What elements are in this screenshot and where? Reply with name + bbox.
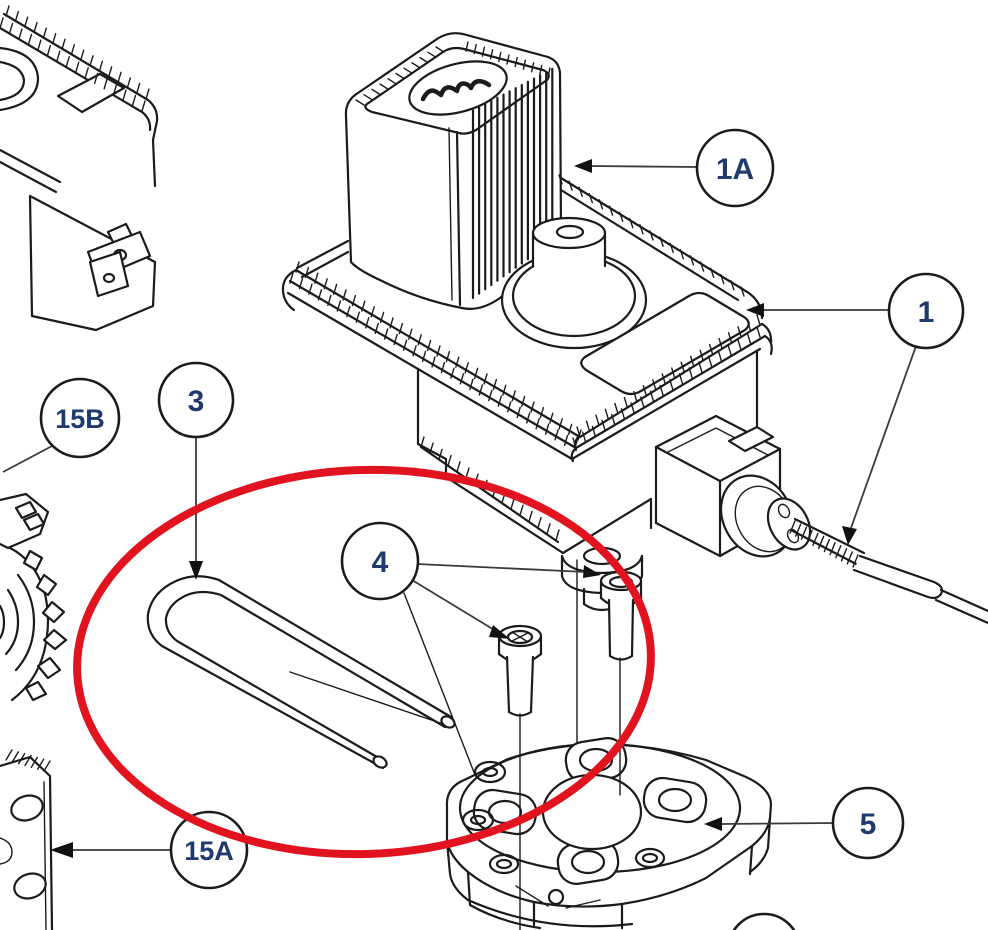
teejet-logo-ellipse <box>408 60 508 116</box>
callout-1-label: 1 <box>918 296 935 329</box>
cover-fins <box>471 67 554 299</box>
callout-5: 5 <box>704 786 905 860</box>
arrowhead <box>583 565 601 578</box>
callout-5-label: 5 <box>860 808 877 841</box>
partial-gear-left <box>0 492 68 702</box>
callout-3-label: 3 <box>188 385 205 418</box>
teejet-script-logo <box>420 79 492 102</box>
assembly-axis-lines <box>403 559 578 781</box>
callout-4: 4 <box>340 521 601 639</box>
callout-1: 1 <box>746 272 965 545</box>
callout-15a: 15A <box>50 810 249 890</box>
callout-3: 3 <box>157 361 235 580</box>
callout-partial-bottom <box>732 912 796 930</box>
nameplate-recess <box>580 291 750 396</box>
callout-4-label: 4 <box>372 546 389 579</box>
arrowhead <box>842 526 857 545</box>
partial-actuator-top-left <box>0 12 159 332</box>
arrowhead <box>50 842 73 858</box>
arrowhead <box>704 817 722 831</box>
base-plate <box>445 657 773 930</box>
callout-15b-label: 15B <box>55 404 105 434</box>
arrowhead <box>489 625 510 639</box>
callout-15a-label: 15A <box>184 836 234 866</box>
hatch-texture <box>0 5 859 772</box>
housing-boss <box>500 216 648 350</box>
callout-1a: 1A <box>574 128 775 208</box>
partial-flange-bottom-left <box>0 755 54 930</box>
gasket-seal <box>146 575 456 770</box>
line-art <box>0 5 988 930</box>
highlight-ellipse <box>73 465 655 859</box>
callout-15b: 15B <box>2 377 121 473</box>
callout-1a-label: 1A <box>716 153 754 186</box>
actuator-cover <box>344 32 563 310</box>
arrowhead <box>746 303 764 317</box>
arrowhead <box>189 561 203 580</box>
arrowhead <box>574 159 592 173</box>
connector-and-cable <box>654 414 988 625</box>
